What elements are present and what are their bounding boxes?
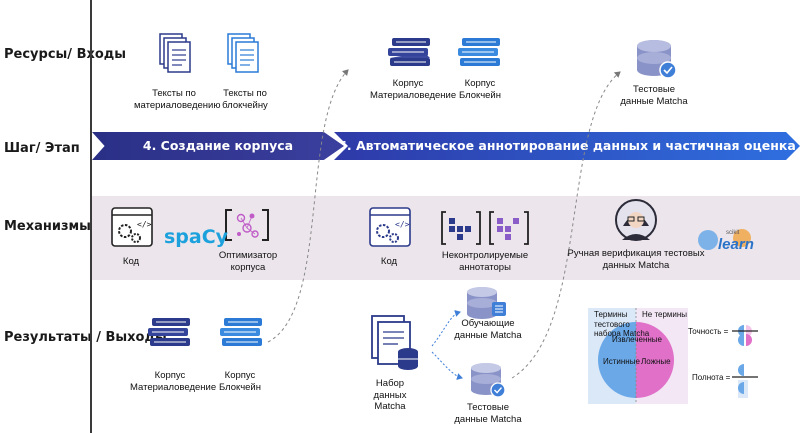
connector-dataset-test (431, 351, 463, 380)
database-check-icon-top (637, 40, 677, 79)
connector-corpus-up (267, 69, 349, 343)
caption-corpus-materials-top: Корпус Материаловедение (370, 78, 457, 101)
connector-test-up (511, 71, 621, 379)
caption-corpus-blockchain-top: Корпус Блокчейн (458, 78, 501, 101)
caption-texts-materials: Тексты по материаловедению (134, 88, 221, 111)
test-database-icon-bottom (471, 363, 506, 398)
row-label-resources: Ресурсы/ Входы (4, 47, 127, 62)
label-recall: Полнота = (692, 373, 731, 382)
code-icon-2: </> (369, 207, 411, 247)
label-terms: Термины тестового набора Matcha (594, 310, 650, 338)
sklearn-small-text: scikit (726, 230, 740, 236)
books-icon-materials-top (388, 38, 430, 66)
label-non-terms: Не термины (642, 310, 688, 319)
books-icon-blockchain-bottom (220, 318, 262, 346)
caption-test-data-top: Тестовые данные Matcha (620, 84, 688, 107)
precision-formula (732, 325, 758, 346)
step-4-arrow: 4. Создание корпуса (92, 132, 344, 160)
label-extracted: Извлеченные (612, 335, 662, 344)
label-precision: Точность = (688, 327, 729, 336)
row-label-results: Результаты / Выходы (4, 330, 167, 345)
annotator-icon-2 (489, 211, 529, 245)
connector-dataset-training (431, 310, 461, 347)
svg-text:</>: </> (395, 220, 410, 229)
step-5-arrow: 5. Автоматическое аннотирование данных и… (334, 132, 800, 160)
documents-icon-blockchain (227, 33, 259, 73)
row-label-step: Шаг/ Этап (4, 141, 80, 156)
corpus-optimizer-icon (225, 209, 269, 241)
sklearn-logo (698, 229, 751, 250)
books-icon-blockchain-top (458, 38, 500, 66)
annotator-icon-1 (441, 211, 481, 245)
label-false: Ложные (641, 357, 671, 366)
caption-test-data-bottom: Тестовые данные Matcha (454, 402, 522, 425)
svg-text:</>: </> (137, 220, 152, 229)
caption-optimizer: Оптимизатор корпуса (218, 250, 278, 273)
caption-code-2: Код (380, 256, 398, 267)
person-verification-icon (615, 199, 657, 241)
training-database-icon (467, 287, 506, 319)
dataset-icon (371, 315, 418, 370)
books-icon-materials-bottom (148, 318, 190, 346)
caption-unsupervised: Неконтролируемые аннотаторы (441, 250, 529, 273)
caption-code-1: Код (122, 256, 140, 267)
vertical-divider (90, 0, 92, 433)
metrics-diagram (588, 308, 688, 404)
caption-corpus-blockchain-bottom: Корпус Блокчейн (218, 370, 261, 393)
caption-dataset: Набор данных Matcha (373, 378, 407, 412)
caption-manual-verification: Ручная верификация тестовых данных Match… (567, 248, 705, 271)
recall-formula (732, 364, 758, 398)
caption-corpus-materials-bottom: Корпус Материаловедение (130, 370, 217, 393)
caption-texts-blockchain: Тексты по блокчейну (222, 88, 268, 111)
code-icon-1: </> (111, 207, 153, 247)
documents-icon-materials (159, 33, 191, 73)
sklearn-text: learn (718, 236, 754, 253)
caption-training-data: Обучающие данные Matcha (454, 318, 522, 341)
spacy-logo: spaCy (164, 226, 229, 248)
mechanisms-band (92, 196, 800, 280)
label-true: Истинные (603, 357, 640, 366)
